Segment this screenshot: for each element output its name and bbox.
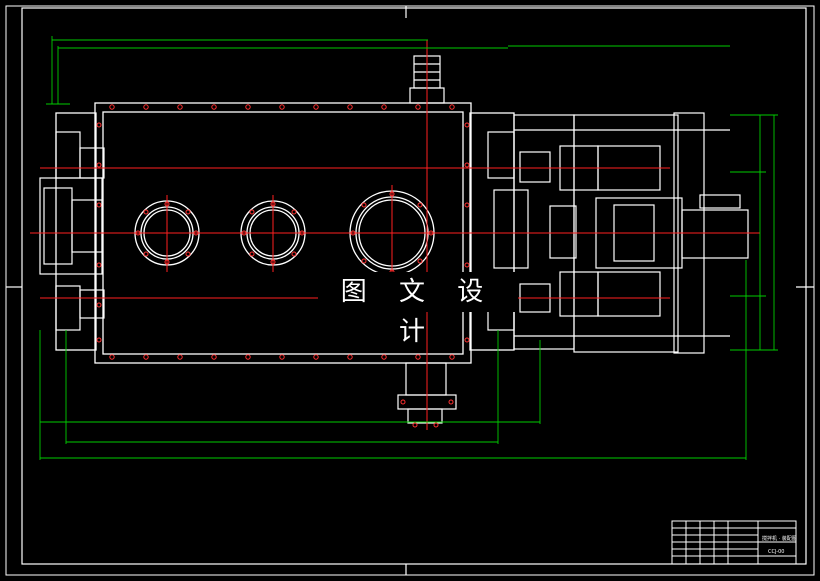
- title-block: [671, 520, 797, 565]
- frame-center-marks: [6, 6, 814, 575]
- valve-bolts: [400, 399, 454, 428]
- title-block-name: 搅拌机 · 装配图: [762, 535, 797, 542]
- watermark: 图 文 设 计: [318, 272, 518, 347]
- title-block-code: CCJ-00: [768, 549, 784, 555]
- drive-motors: [559, 145, 749, 317]
- drawing-frame-inner: [21, 7, 807, 565]
- dimension-lines: [39, 36, 778, 460]
- drawing-frame-outer: [5, 5, 815, 576]
- body-bolts: [96, 104, 470, 360]
- left-bearings: [39, 131, 105, 331]
